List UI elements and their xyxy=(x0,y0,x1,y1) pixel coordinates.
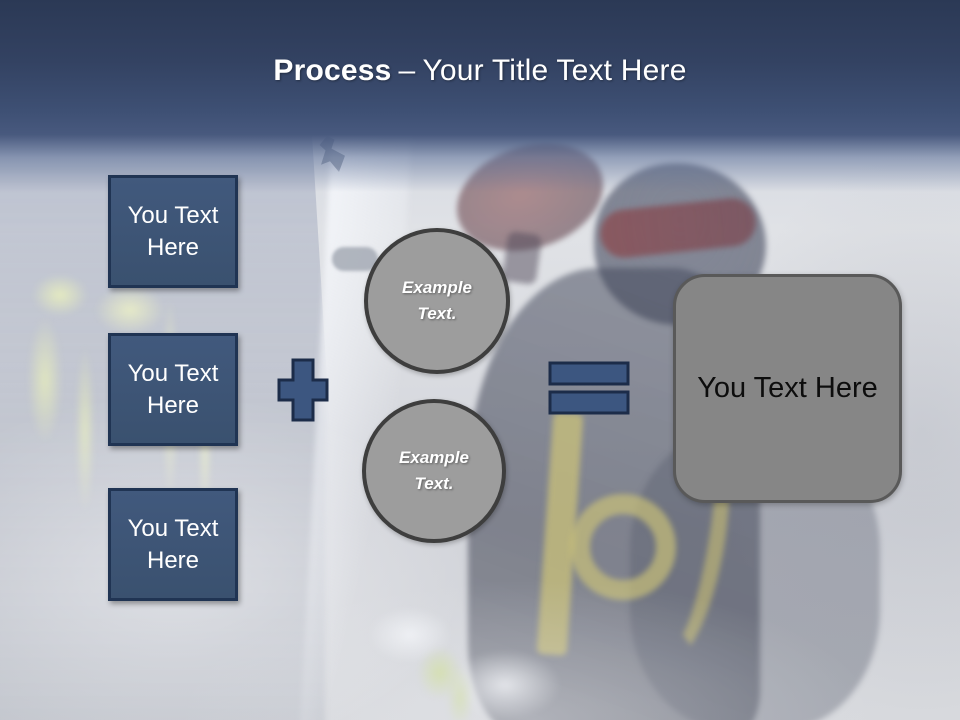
process-box-3-label: You Text Here xyxy=(127,514,219,574)
result-box[interactable]: You Text Here xyxy=(673,274,902,503)
example-circle-2-label: Example Text. xyxy=(399,447,469,493)
title-topic: Process xyxy=(273,54,392,87)
example-circle-1[interactable]: Example Text. xyxy=(364,228,510,374)
process-box-1-label: You Text Here xyxy=(127,201,219,261)
title-dash: – xyxy=(398,54,416,87)
process-box-1[interactable]: You Text Here xyxy=(108,175,238,288)
title-subtitle: Your Title Text Here xyxy=(422,54,687,87)
process-box-2-label: You Text Here xyxy=(127,359,219,419)
equals-icon xyxy=(548,360,630,421)
example-circle-2[interactable]: Example Text. xyxy=(362,399,506,543)
process-box-3[interactable]: You Text Here xyxy=(108,488,238,601)
example-circle-1-label: Example Text. xyxy=(402,277,472,323)
result-box-label: You Text Here xyxy=(697,372,878,404)
plus-icon xyxy=(277,358,329,427)
slide-title[interactable]: Process–Your Title Text Here xyxy=(0,54,960,88)
process-box-2[interactable]: You Text Here xyxy=(108,333,238,446)
